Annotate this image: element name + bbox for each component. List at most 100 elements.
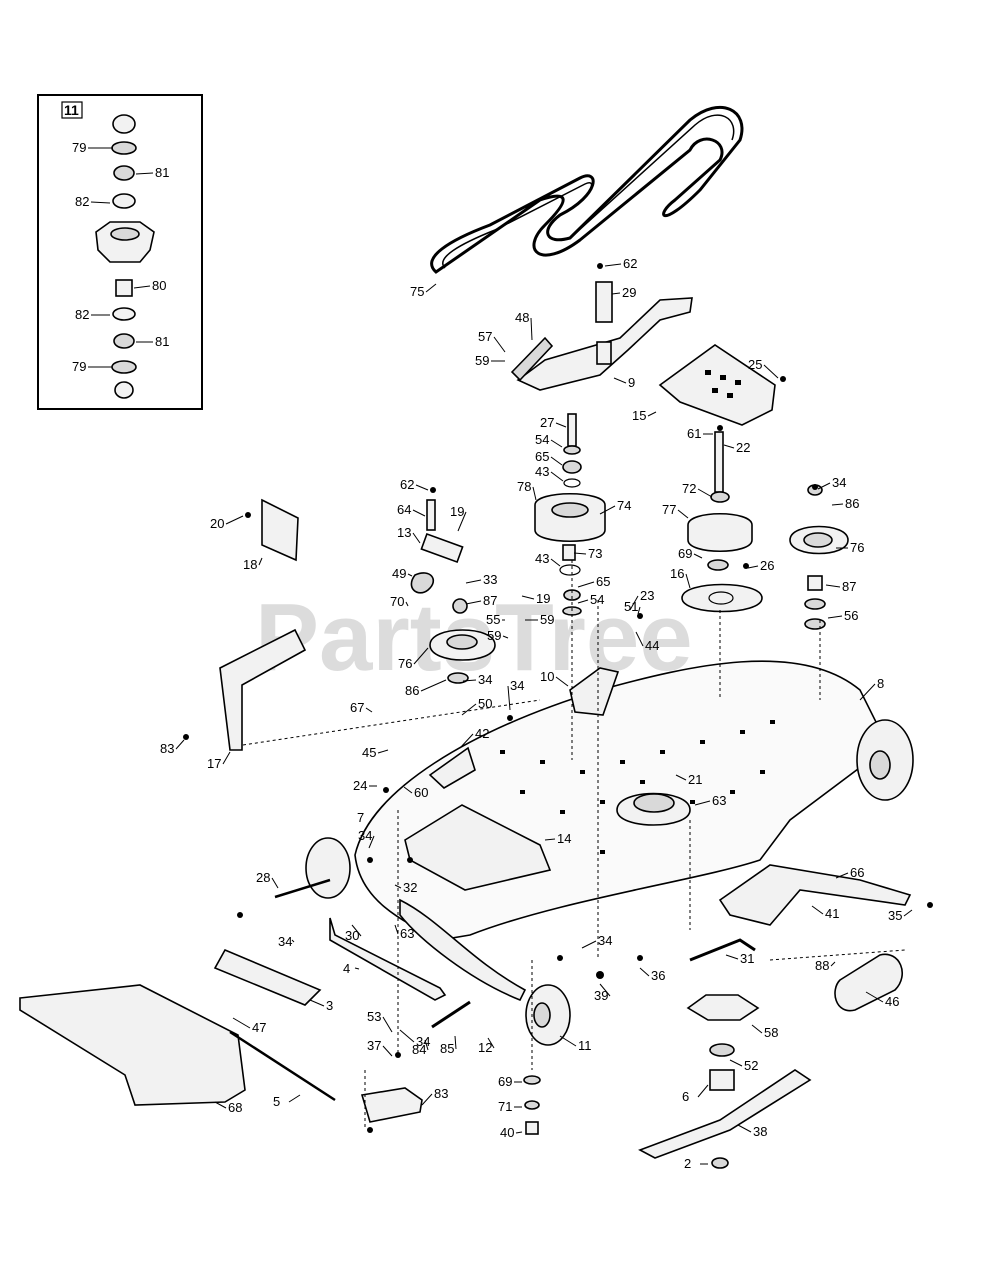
callout-leader <box>555 422 567 428</box>
part-number-label: 14 <box>557 831 571 846</box>
part-number-label: 83 <box>160 741 174 756</box>
part-number-label: 24 <box>353 778 367 793</box>
part-number-label: 76 <box>398 656 412 671</box>
callout-leader <box>903 909 913 917</box>
part-number-label: 79 <box>72 140 86 155</box>
belt-cover <box>658 344 776 426</box>
part-number-label: 67 <box>350 700 364 715</box>
inset-spindle-assembly: 11 <box>37 94 203 410</box>
part-number-label: 86 <box>845 496 859 511</box>
callout-leader <box>291 939 295 943</box>
chute-hinge-plate <box>213 948 322 1006</box>
callout-leader <box>382 1016 393 1033</box>
callout-leader <box>637 606 641 615</box>
callout-leader <box>365 707 373 713</box>
part-number-label: 19 <box>450 504 464 519</box>
part-number-label: 25 <box>748 357 762 372</box>
callout-leader <box>413 647 429 665</box>
callout-leader <box>461 703 477 716</box>
callout-leader <box>309 999 325 1007</box>
callout-leader <box>425 283 437 293</box>
callout-leader <box>629 595 639 611</box>
callout-leader <box>133 285 151 289</box>
callout-leader <box>550 456 563 466</box>
part-number-label: 61 <box>687 426 701 441</box>
callout-leader <box>175 739 185 750</box>
part-number-label: 54 <box>535 432 549 447</box>
callout-leader <box>487 1037 495 1049</box>
part-number-label: 65 <box>596 574 610 589</box>
part-number-label: 59 <box>475 353 489 368</box>
callout-leader <box>544 838 556 841</box>
part-number-label: 43 <box>535 551 549 566</box>
callout-leader <box>382 1045 393 1057</box>
callout-leader <box>424 1039 429 1051</box>
callout-leader <box>394 884 402 889</box>
callout-leader <box>599 983 611 997</box>
callout-leader <box>697 488 713 498</box>
callout-leader <box>697 1084 709 1098</box>
part-number-label: 44 <box>645 638 659 653</box>
callout-leader <box>675 774 687 781</box>
part-number-label: 37 <box>367 1038 381 1053</box>
callout-leader <box>751 1024 763 1034</box>
part-number-label: 31 <box>740 951 754 966</box>
inset-tag: 11 <box>64 102 79 118</box>
part-number-label: 60 <box>414 785 428 800</box>
callout-leader <box>493 336 506 353</box>
callout-leader <box>90 201 111 204</box>
callout-leader <box>354 967 360 970</box>
callout-leader <box>550 471 564 482</box>
callout-leader <box>825 584 841 588</box>
callout-leader <box>351 924 362 937</box>
part-number-label: 62 <box>400 477 414 492</box>
callout-leader <box>377 749 389 754</box>
part-number-label: 9 <box>628 375 635 390</box>
part-number-label: 36 <box>651 968 665 983</box>
part-number-label: 28 <box>256 870 270 885</box>
callout-leader <box>604 263 622 267</box>
part-number-label: 73 <box>588 546 602 561</box>
part-number-label: 6 <box>682 1089 689 1104</box>
part-number-label: 47 <box>252 1020 266 1035</box>
part-number-label: 50 <box>478 696 492 711</box>
part-number-label: 39 <box>594 988 608 1003</box>
part-number-label: 26 <box>760 558 774 573</box>
part-number-label: 13 <box>397 525 411 540</box>
callout-leader <box>859 683 876 701</box>
callout-leader <box>763 364 779 379</box>
part-number-label: 5 <box>273 1094 280 1109</box>
callout-leader <box>694 800 711 806</box>
part-number-label: 18 <box>243 557 257 572</box>
part-number-label: 33 <box>483 572 497 587</box>
part-number-label: 78 <box>517 479 531 494</box>
callout-leader <box>412 509 426 517</box>
callout-leader <box>865 991 884 1003</box>
callout-leader <box>532 486 537 501</box>
callout-leader <box>581 940 597 949</box>
part-number-label: 20 <box>210 516 224 531</box>
part-number-label: 42 <box>475 726 489 741</box>
part-number-label: 75 <box>410 284 424 299</box>
callout-leader <box>271 877 279 889</box>
callout-leader <box>412 532 421 544</box>
callout-leader <box>555 676 569 687</box>
part-number-label: 52 <box>744 1058 758 1073</box>
part-number-label: 34 <box>278 934 292 949</box>
part-number-label: 34 <box>832 475 846 490</box>
callout-leader <box>550 558 561 567</box>
callout-leader <box>405 601 409 607</box>
callout-leader <box>507 685 511 711</box>
callout-leader <box>723 444 735 449</box>
part-number-label: 34 <box>358 828 372 843</box>
part-number-label: 71 <box>498 1099 512 1114</box>
part-number-label: 35 <box>888 908 902 923</box>
callout-leader <box>258 557 263 566</box>
part-number-label: 49 <box>392 566 406 581</box>
part-number-label: 87 <box>842 579 856 594</box>
part-number-label: 15 <box>632 408 646 423</box>
callout-leader <box>415 484 429 491</box>
part-number-label: 80 <box>152 278 166 293</box>
part-number-label: 69 <box>498 1074 512 1089</box>
